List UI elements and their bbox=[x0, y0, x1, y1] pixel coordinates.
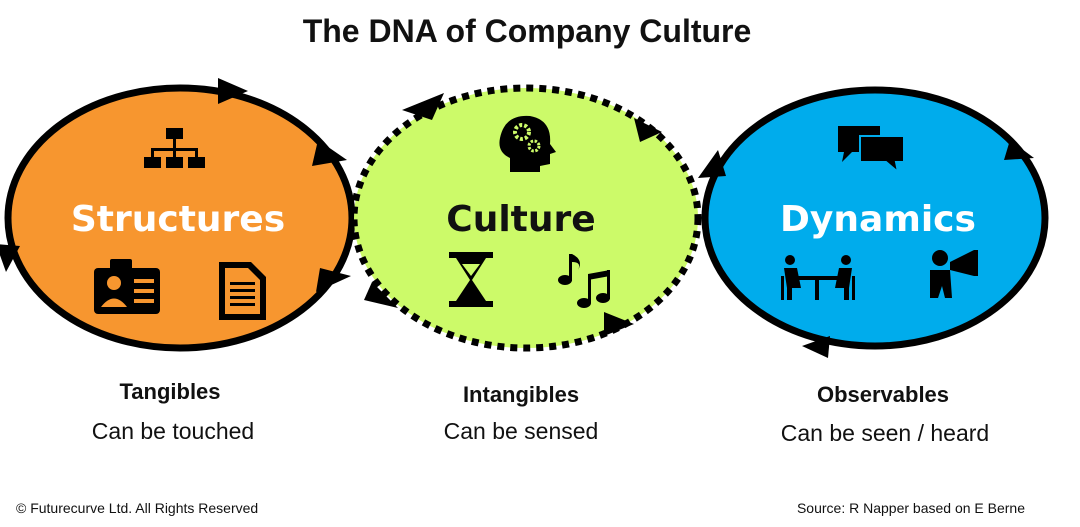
circle-label-culture: Culture bbox=[446, 199, 595, 240]
arrow-icon bbox=[604, 312, 634, 336]
hourglass-icon bbox=[449, 252, 493, 307]
footer-source: Source: R Napper based on E Berne bbox=[797, 500, 1025, 516]
caption-title-dynamics: Observables bbox=[817, 382, 949, 407]
circle-label-dynamics: Dynamics bbox=[780, 199, 976, 240]
speech-bubbles-icon bbox=[838, 126, 905, 175]
arrow-icon bbox=[634, 118, 662, 142]
footer-copyright: © Futurecurve Ltd. All Rights Reserved bbox=[16, 500, 258, 516]
flow-arrows bbox=[0, 78, 1034, 358]
arrow-icon bbox=[364, 282, 398, 308]
megaphone-person-icon bbox=[930, 250, 978, 298]
music-notes-icon bbox=[558, 254, 610, 308]
arrow-icon bbox=[1004, 140, 1034, 160]
circle-label-structures: Structures bbox=[71, 199, 285, 240]
head-with-gears-icon bbox=[499, 115, 556, 172]
org-chart-icon bbox=[144, 128, 205, 168]
diagram-title: The DNA of Company Culture bbox=[303, 13, 752, 49]
caption-title-culture: Intangibles bbox=[463, 382, 579, 407]
caption-text-dynamics: Can be seen / heard bbox=[781, 420, 989, 446]
caption-text-structures: Can be touched bbox=[92, 418, 254, 444]
id-badge-icon bbox=[94, 259, 160, 314]
arrow-icon bbox=[402, 93, 444, 120]
culture-circle bbox=[350, 84, 702, 352]
arrow-icon bbox=[698, 150, 726, 178]
arrow-icon bbox=[316, 268, 351, 292]
caption-text-culture: Can be sensed bbox=[444, 418, 599, 444]
caption-title-structures: Tangibles bbox=[119, 379, 220, 404]
arrow-icon bbox=[218, 78, 248, 104]
meeting-table-icon bbox=[781, 255, 855, 300]
arrow-icon bbox=[0, 244, 20, 272]
document-icon bbox=[219, 262, 266, 320]
arrow-icon bbox=[802, 336, 830, 358]
arrow-icon bbox=[312, 140, 347, 166]
